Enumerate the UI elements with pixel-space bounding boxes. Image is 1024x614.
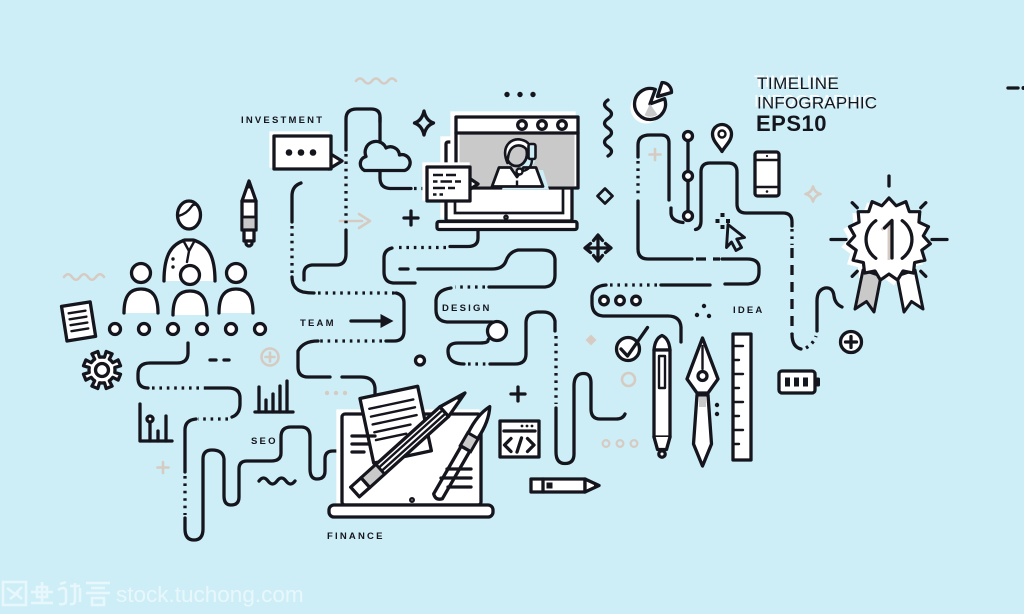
svg-text:TEAM: TEAM xyxy=(300,318,336,329)
svg-text:INVESTMENT: INVESTMENT xyxy=(241,115,324,126)
svg-text:DESIGN: DESIGN xyxy=(442,303,492,314)
svg-text:FINANCE: FINANCE xyxy=(327,531,385,542)
svg-text:stock.tuchong.com: stock.tuchong.com xyxy=(116,582,304,607)
svg-text:IDEA: IDEA xyxy=(733,305,765,316)
svg-text:TIMELINE: TIMELINE xyxy=(757,74,839,93)
svg-text:TIMELINE: TIMELINE xyxy=(754,72,836,91)
svg-text:SEO: SEO xyxy=(251,436,278,447)
svg-text:INFOGRAPHIC: INFOGRAPHIC xyxy=(757,94,877,113)
svg-text:INFOGRAPHIC: INFOGRAPHIC xyxy=(754,92,874,111)
svg-text:EPS10: EPS10 xyxy=(756,111,827,136)
